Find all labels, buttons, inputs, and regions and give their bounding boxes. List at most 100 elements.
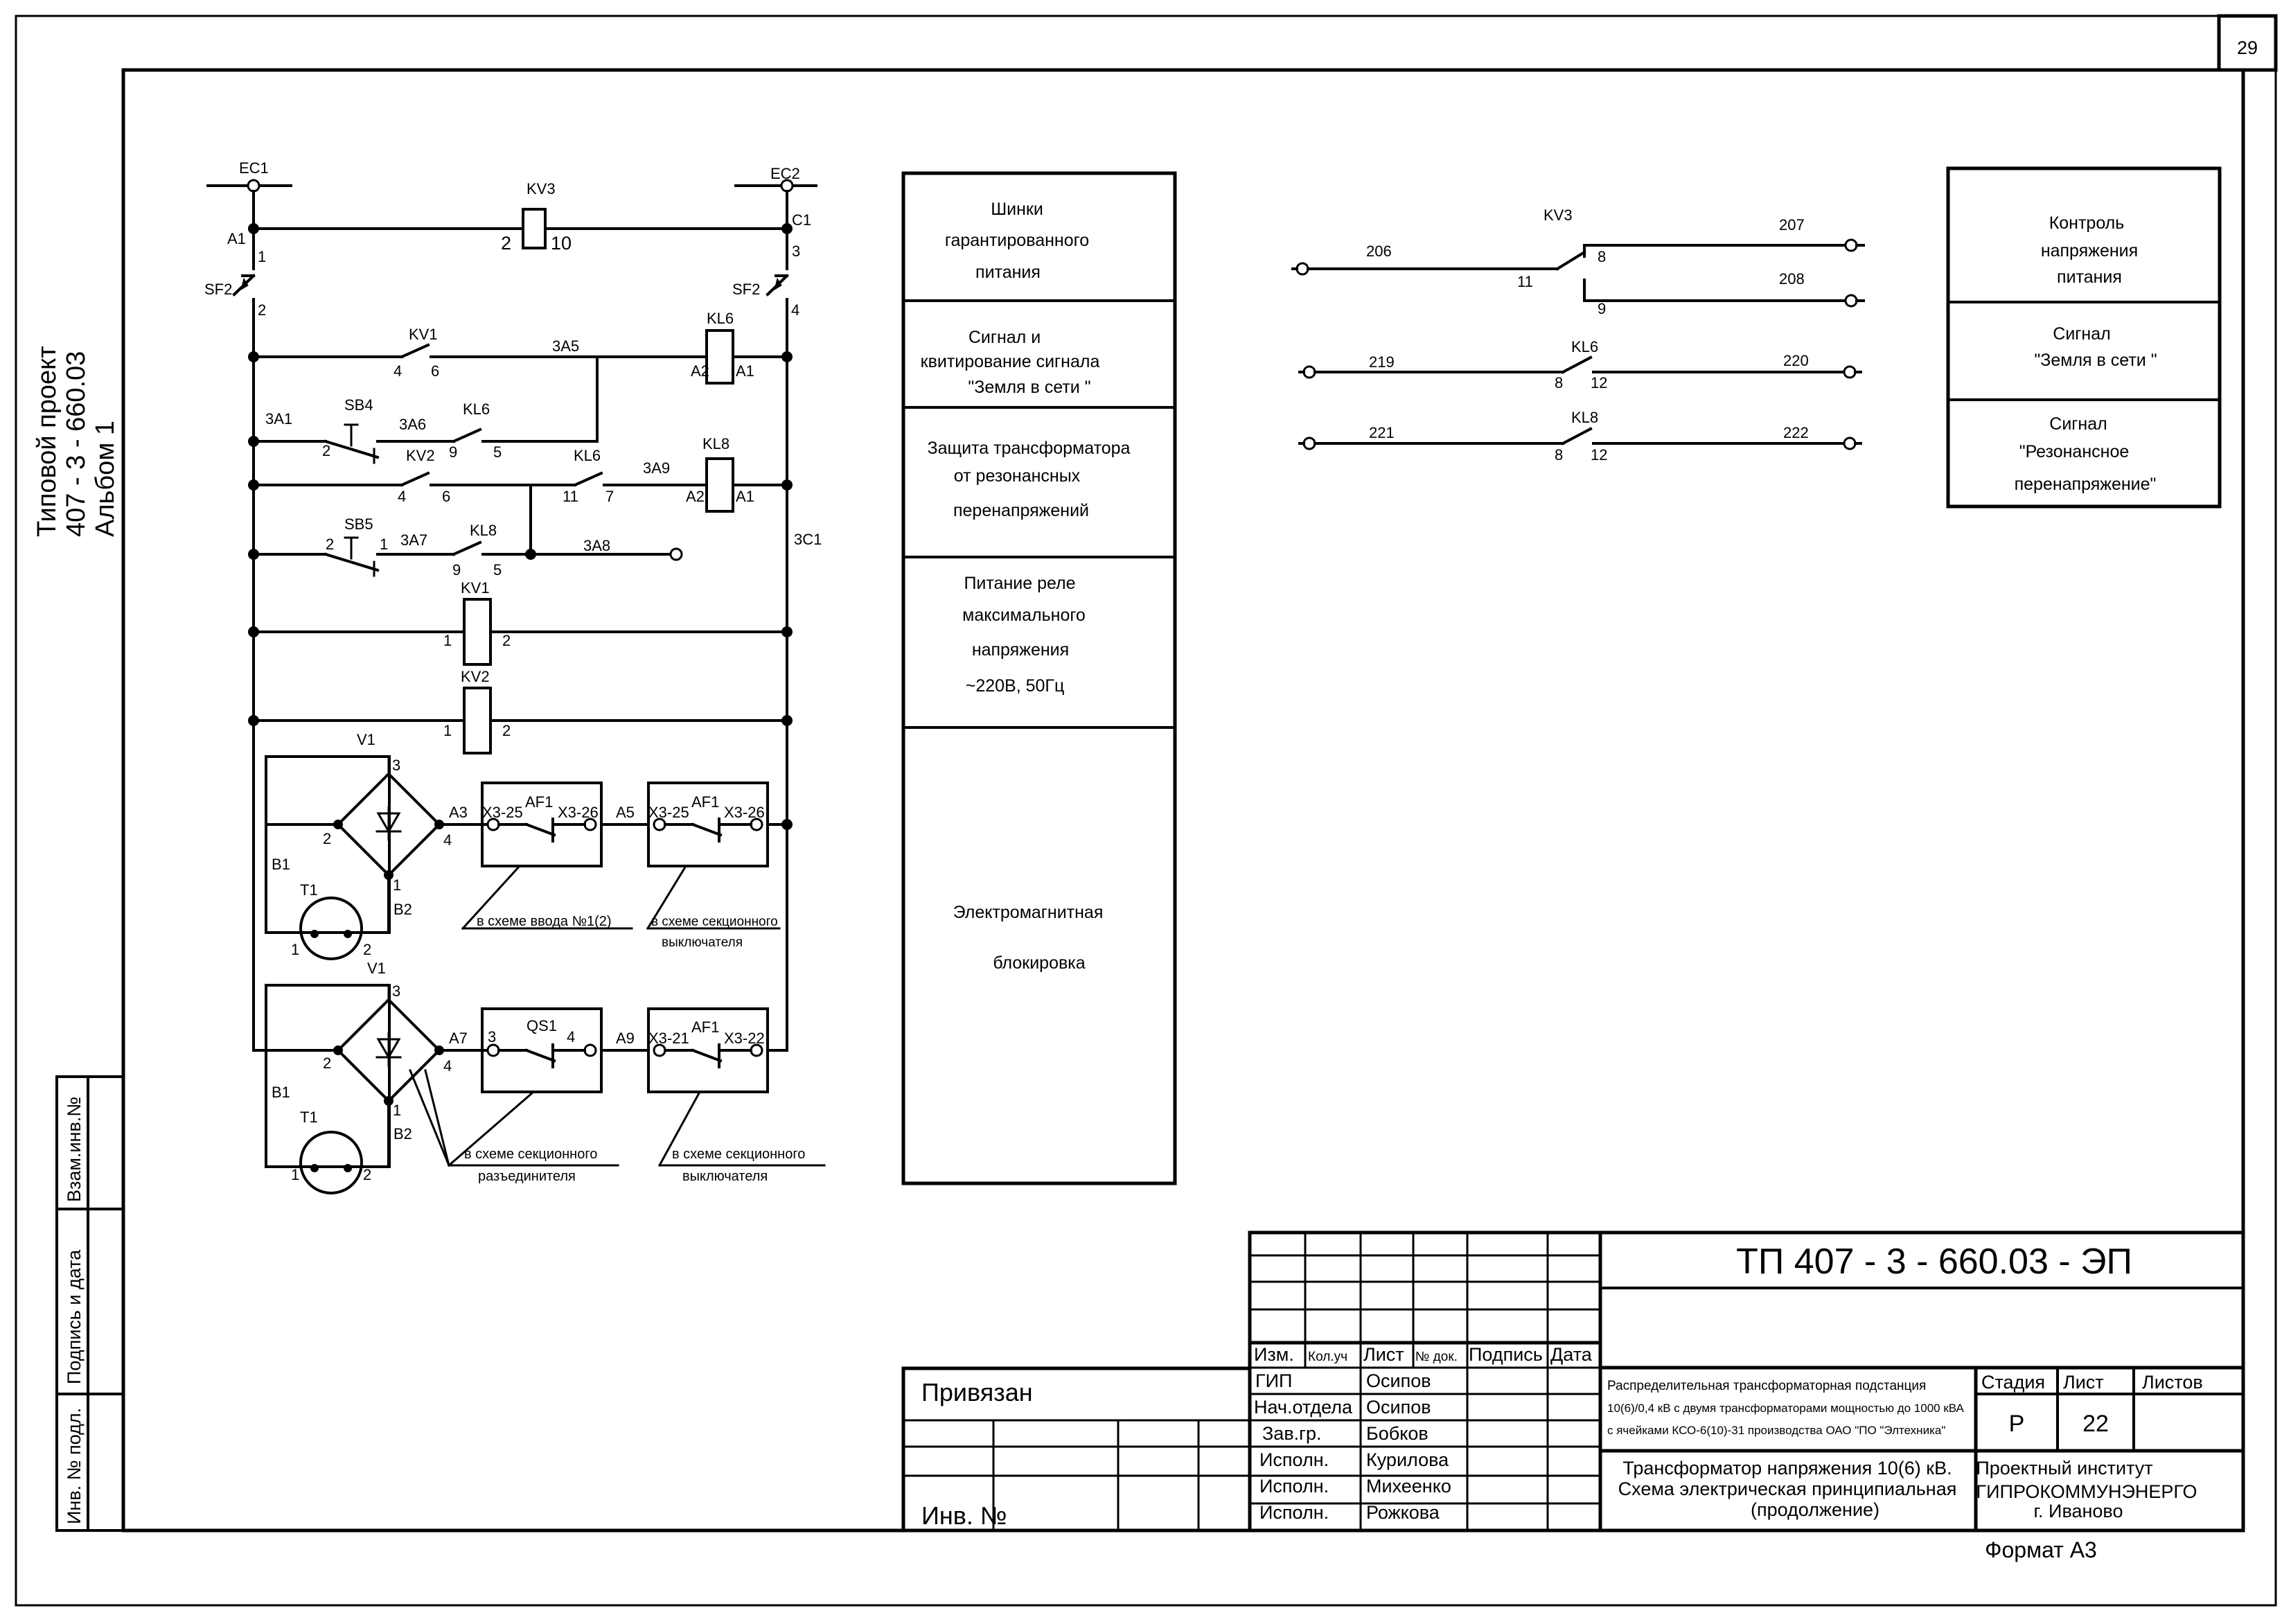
label-kv3-2: 2 xyxy=(501,233,511,254)
label-kv1-contact: KV1 xyxy=(409,326,438,343)
legend-2-line2: квитирование сигнала xyxy=(921,352,1100,371)
label-qs1: QS1 xyxy=(527,1017,557,1034)
label-note3a: в схеме секционного xyxy=(464,1147,597,1162)
label-b1-a: B1 xyxy=(272,856,290,873)
rlabel-208: 208 xyxy=(1779,270,1805,288)
middle-legend-text: Шинки гарантированного питания Сигнал и … xyxy=(921,200,1131,973)
title-block-text: ТП 407 - 3 - 660.03 - ЭП Изм. Кол.уч Лис… xyxy=(921,1242,2203,1562)
tb-title-3: (продолжение) xyxy=(1751,1499,1879,1520)
rlabel-12b: 12 xyxy=(1591,374,1607,391)
label-note1: в схеме ввода №1(2) xyxy=(477,914,612,929)
label-kv2-coil-2: 2 xyxy=(502,722,511,739)
rlegend-3-line2: "Резонансное xyxy=(2019,442,2130,461)
label-kv1-contact-6: 6 xyxy=(431,362,439,380)
rlabel-222: 222 xyxy=(1783,424,1809,441)
label-af1b-right: X3-26 xyxy=(724,804,765,821)
legend-5-line2: блокировка xyxy=(993,953,1085,973)
tb-title-2: Схема электрическая принципиальная xyxy=(1618,1479,1957,1499)
label-a1: A1 xyxy=(227,230,246,247)
label-af1c-mid: AF1 xyxy=(691,1018,719,1036)
tb-h-izm: Изм. xyxy=(1254,1344,1294,1365)
label-t1-b-2: 2 xyxy=(363,1166,371,1183)
label-v1-a-4: 4 xyxy=(443,831,452,849)
tb-org-3: г. Иваново xyxy=(2033,1501,2123,1521)
label-c1: C1 xyxy=(792,211,811,229)
tb-lists-header: Листов xyxy=(2142,1372,2203,1393)
label-v1-b-1: 1 xyxy=(393,1102,401,1119)
strip-vzam: Взам.инв.№ xyxy=(64,1097,85,1202)
tb-name-3: Бобков xyxy=(1366,1423,1428,1444)
label-v1-b-3: 3 xyxy=(392,982,400,1000)
label-kv2-contact: KV2 xyxy=(406,447,435,464)
rlegend-3-line3: перенапряжение" xyxy=(2015,475,2157,494)
label-kl6-c2-11: 11 xyxy=(563,488,578,505)
tb-privyazan: Привязан xyxy=(921,1378,1033,1406)
label-net-3a9: 3A9 xyxy=(643,459,670,477)
label-kv1-contact-4: 4 xyxy=(393,362,402,380)
label-kl6-a2: A2 xyxy=(691,362,709,380)
legend-4-line2: максимального xyxy=(962,606,1086,625)
right-legend-text: Контроль напряжения питания Сигнал "Земл… xyxy=(2015,213,2157,494)
label-sb4: SB4 xyxy=(344,396,373,414)
rlegend-1-line1: Контроль xyxy=(2049,213,2125,233)
label-net-3a5: 3A5 xyxy=(552,337,579,355)
tb-stage: Р xyxy=(2009,1411,2025,1437)
tb-h-podpis: Подпись xyxy=(1469,1344,1543,1365)
label-v1-b-4: 4 xyxy=(443,1057,452,1075)
tb-code: ТП 407 - 3 - 660.03 - ЭП xyxy=(1736,1242,2132,1282)
left-schematic xyxy=(206,179,826,1194)
label-kl8-contact-5: 5 xyxy=(493,561,502,579)
rlabel-11: 11 xyxy=(1517,273,1533,290)
label-af1a-mid: AF1 xyxy=(525,793,553,811)
label-kv2-coil-1: 1 xyxy=(443,722,452,739)
label-net-3c1: 3C1 xyxy=(794,531,822,548)
label-kl8-a1: A1 xyxy=(736,488,754,505)
label-note4b: выключателя xyxy=(682,1169,768,1184)
label-v1-b-2: 2 xyxy=(323,1054,331,1072)
tb-name-6: Рожкова xyxy=(1366,1502,1440,1523)
label-kv1-coil: KV1 xyxy=(461,579,490,597)
legend-4-line3: напряжения xyxy=(972,640,1069,660)
label-v1-b: V1 xyxy=(367,960,386,977)
tb-role-2: Нач.отдела xyxy=(1254,1397,1353,1418)
label-net-a7: A7 xyxy=(449,1030,468,1047)
rlabel-220: 220 xyxy=(1783,352,1809,369)
sheet-number: 29 xyxy=(2237,37,2258,58)
label-net-3a7: 3A7 xyxy=(400,531,427,549)
label-kl6-coil: KL6 xyxy=(707,310,734,327)
label-note4a: в схеме секционного xyxy=(672,1147,805,1162)
label-sb5: SB5 xyxy=(344,515,373,533)
side-stamp-line3: Альбом 1 xyxy=(91,421,120,537)
label-kv2-contact-6: 6 xyxy=(442,488,450,505)
label-v1-a-3: 3 xyxy=(392,757,400,774)
label-kl6-c2-7: 7 xyxy=(605,488,614,505)
middle-legend xyxy=(901,171,1177,1185)
label-kv1-coil-2: 2 xyxy=(502,632,511,649)
label-b2-b: B2 xyxy=(393,1125,412,1142)
legend-3-line3: перенапряжений xyxy=(953,501,1089,520)
label-sf2a: SF2 xyxy=(204,281,232,298)
label-note3b: разъединителя xyxy=(478,1169,576,1184)
label-note2b: выключателя xyxy=(662,935,743,950)
tb-list-header: Лист xyxy=(2063,1372,2104,1393)
rlabel-kl6: KL6 xyxy=(1571,338,1598,355)
label-kl8-coil: KL8 xyxy=(702,435,729,452)
tb-role-4: Исполн. xyxy=(1259,1449,1329,1470)
label-kl8-a2: A2 xyxy=(686,488,705,505)
strip-inv-podl: Инв. № подл. xyxy=(64,1408,85,1524)
label-kv1-coil-1: 1 xyxy=(443,632,452,649)
legend-2-line1: Сигнал и xyxy=(968,328,1041,347)
legend-3-line2: от резонансных xyxy=(954,466,1081,486)
tb-org-2: ГИПРОКОММУНЭНЕРГО xyxy=(1976,1481,2197,1502)
label-sf2b: SF2 xyxy=(732,281,760,298)
tb-name-4: Курилова xyxy=(1366,1449,1449,1470)
label-sf2b-pin: 4 xyxy=(791,301,799,319)
label-kv3-10: 10 xyxy=(551,233,572,254)
label-net-a9: A9 xyxy=(616,1030,635,1047)
label-t1-a-2: 2 xyxy=(363,941,371,958)
label-kl8-contact-9: 9 xyxy=(452,561,461,579)
left-registration-strip xyxy=(55,1075,125,1532)
label-n3: 3 xyxy=(792,242,800,260)
tb-desc-3: с ячейками КСО-6(10)-31 производства ОАО… xyxy=(1607,1424,1945,1437)
label-af1a-left: X3-25 xyxy=(482,804,523,821)
